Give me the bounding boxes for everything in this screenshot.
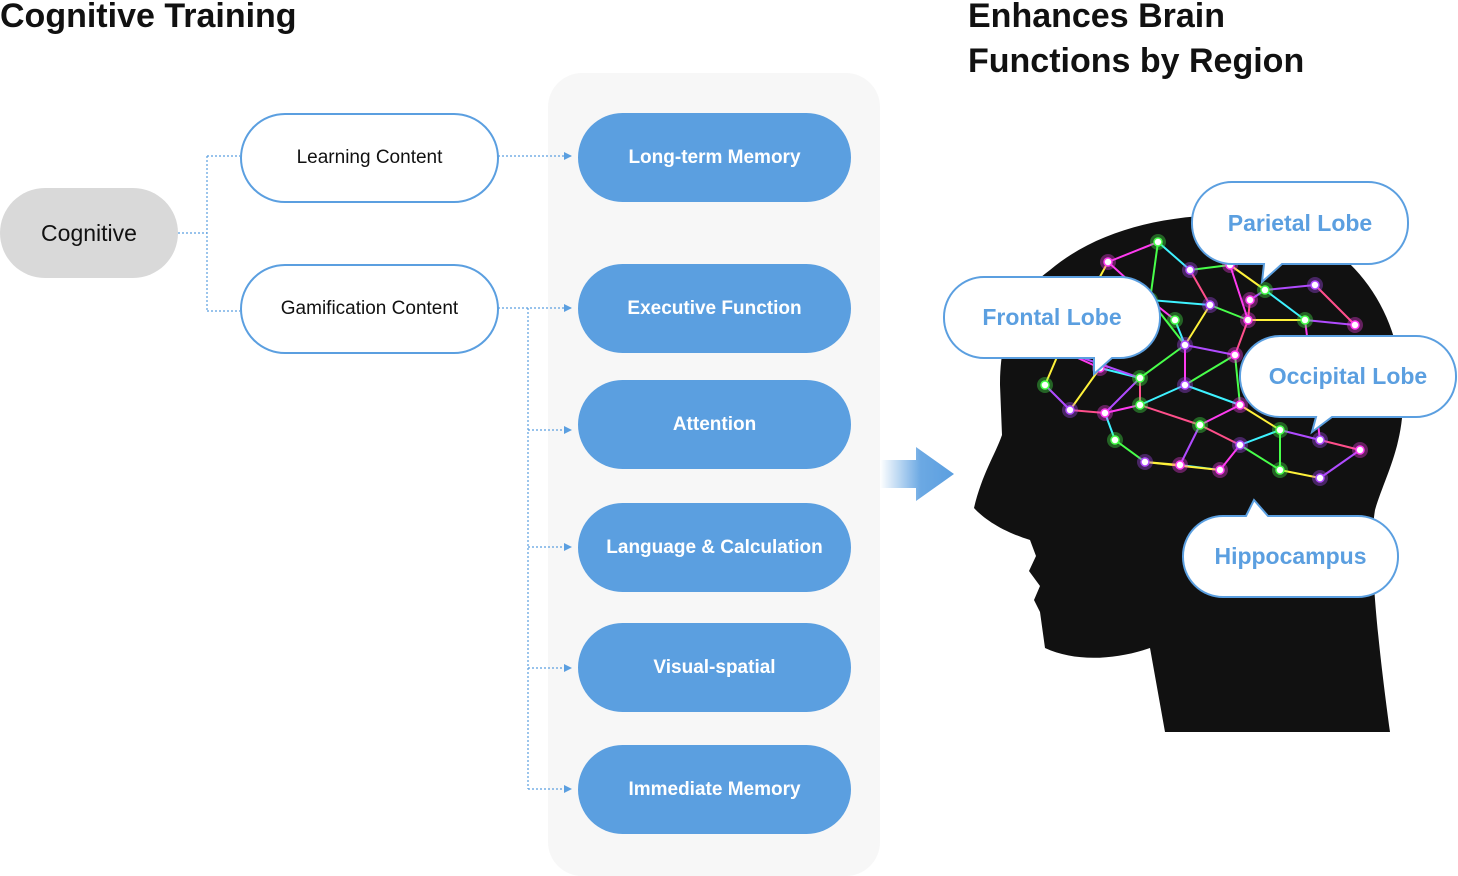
network-node [1235,400,1245,410]
occipital-bubble-shape [1239,335,1457,435]
network-node [1185,265,1195,275]
network-link [1219,444,1241,471]
network-link [1139,384,1186,406]
network-link [1189,269,1211,306]
long-term-memory-node: Long-term Memory [578,113,851,202]
network-link [1314,284,1356,326]
network-node [1243,315,1253,325]
network-link [1264,289,1306,321]
network-node [1230,350,1240,360]
network-node [1245,295,1255,305]
network-node [1175,460,1185,470]
network-link [1304,319,1356,326]
network-node [1135,373,1145,383]
brain-functions-title: Enhances Brain Functions by Region [968,0,1304,84]
network-node [1350,320,1360,330]
network-link [1229,264,1249,321]
network-node [1180,380,1190,390]
network-link [1239,444,1281,471]
gamification-content-node: Gamification Content [240,264,499,354]
network-link [1149,299,1211,306]
network-node [1235,440,1245,450]
network-node [1300,315,1310,325]
network-link [1139,404,1201,426]
network-link [1209,304,1249,321]
frontal-lobe-label: Frontal Lobe [982,304,1122,330]
attention-node: Attention [578,380,851,469]
network-link [1157,241,1191,271]
network-link [1184,344,1236,356]
network-link [1114,439,1146,463]
frontal-bubble-shape [943,276,1161,377]
network-node [1260,285,1270,295]
network-link [1104,404,1141,414]
network-link [1184,384,1241,406]
network-link [1069,367,1101,411]
network-node [1315,435,1325,445]
network-link [1199,424,1241,446]
network-link [1279,429,1321,441]
learning-content-node: Learning Content [240,113,499,203]
network-link [1264,284,1316,291]
network-node [1195,420,1205,430]
brain-functions-title-line2: Functions by Region [968,42,1305,80]
network-link [1234,319,1249,356]
parietal-bubble-shape [1191,181,1409,285]
visual-spatial-node: Visual-spatial [578,623,851,712]
network-link [1239,404,1281,431]
network-link [1319,439,1361,451]
network-node [1310,280,1320,290]
network-link [1234,354,1241,406]
network-link [1319,449,1361,479]
network-node [1170,315,1180,325]
network-node [1275,465,1285,475]
network-node [1315,473,1325,483]
network-link [1179,424,1201,466]
network-node [1110,435,1120,445]
hippocampus-bubble-shape [1182,498,1399,598]
network-link [1229,264,1266,291]
network-node [1275,425,1285,435]
cognitive-training-title: Cognitive Training [0,0,297,35]
network-link [1149,241,1159,301]
network-node [1205,300,1215,310]
network-node [1215,465,1225,475]
network-link [1189,264,1231,271]
network-link [1239,429,1281,446]
network-link [1199,404,1241,426]
network-node [1355,445,1365,455]
network-node [1040,380,1050,390]
network-link [1279,469,1321,479]
language-calculation-node: Language & Calculation [578,503,851,592]
brain-functions-title-line1: Enhances Brain [968,0,1225,35]
network-node [1065,405,1075,415]
network-node [1140,457,1150,467]
network-link [1184,304,1211,346]
network-link [1139,344,1186,379]
network-link [1044,384,1071,411]
cognitive-node: Cognitive [0,188,178,278]
immediate-memory-node: Immediate Memory [578,745,851,834]
network-node [1135,400,1145,410]
network-link [1104,412,1116,441]
root-connector [178,155,240,312]
network-link [1069,409,1106,414]
executive-function-node: Executive Function [578,264,851,353]
network-node [1180,340,1190,350]
big-arrow-icon [880,447,954,501]
network-node [1103,257,1113,267]
network-link [1104,377,1141,414]
hippocampus-label: Hippocampus [1214,543,1367,569]
functions-panel [548,73,880,876]
network-link [1184,354,1236,386]
network-node [1100,408,1110,418]
occipital-lobe-label: Occipital Lobe [1268,363,1428,389]
network-node [1153,237,1163,247]
parietal-lobe-label: Parietal Lobe [1227,209,1373,236]
network-link [1107,241,1159,263]
